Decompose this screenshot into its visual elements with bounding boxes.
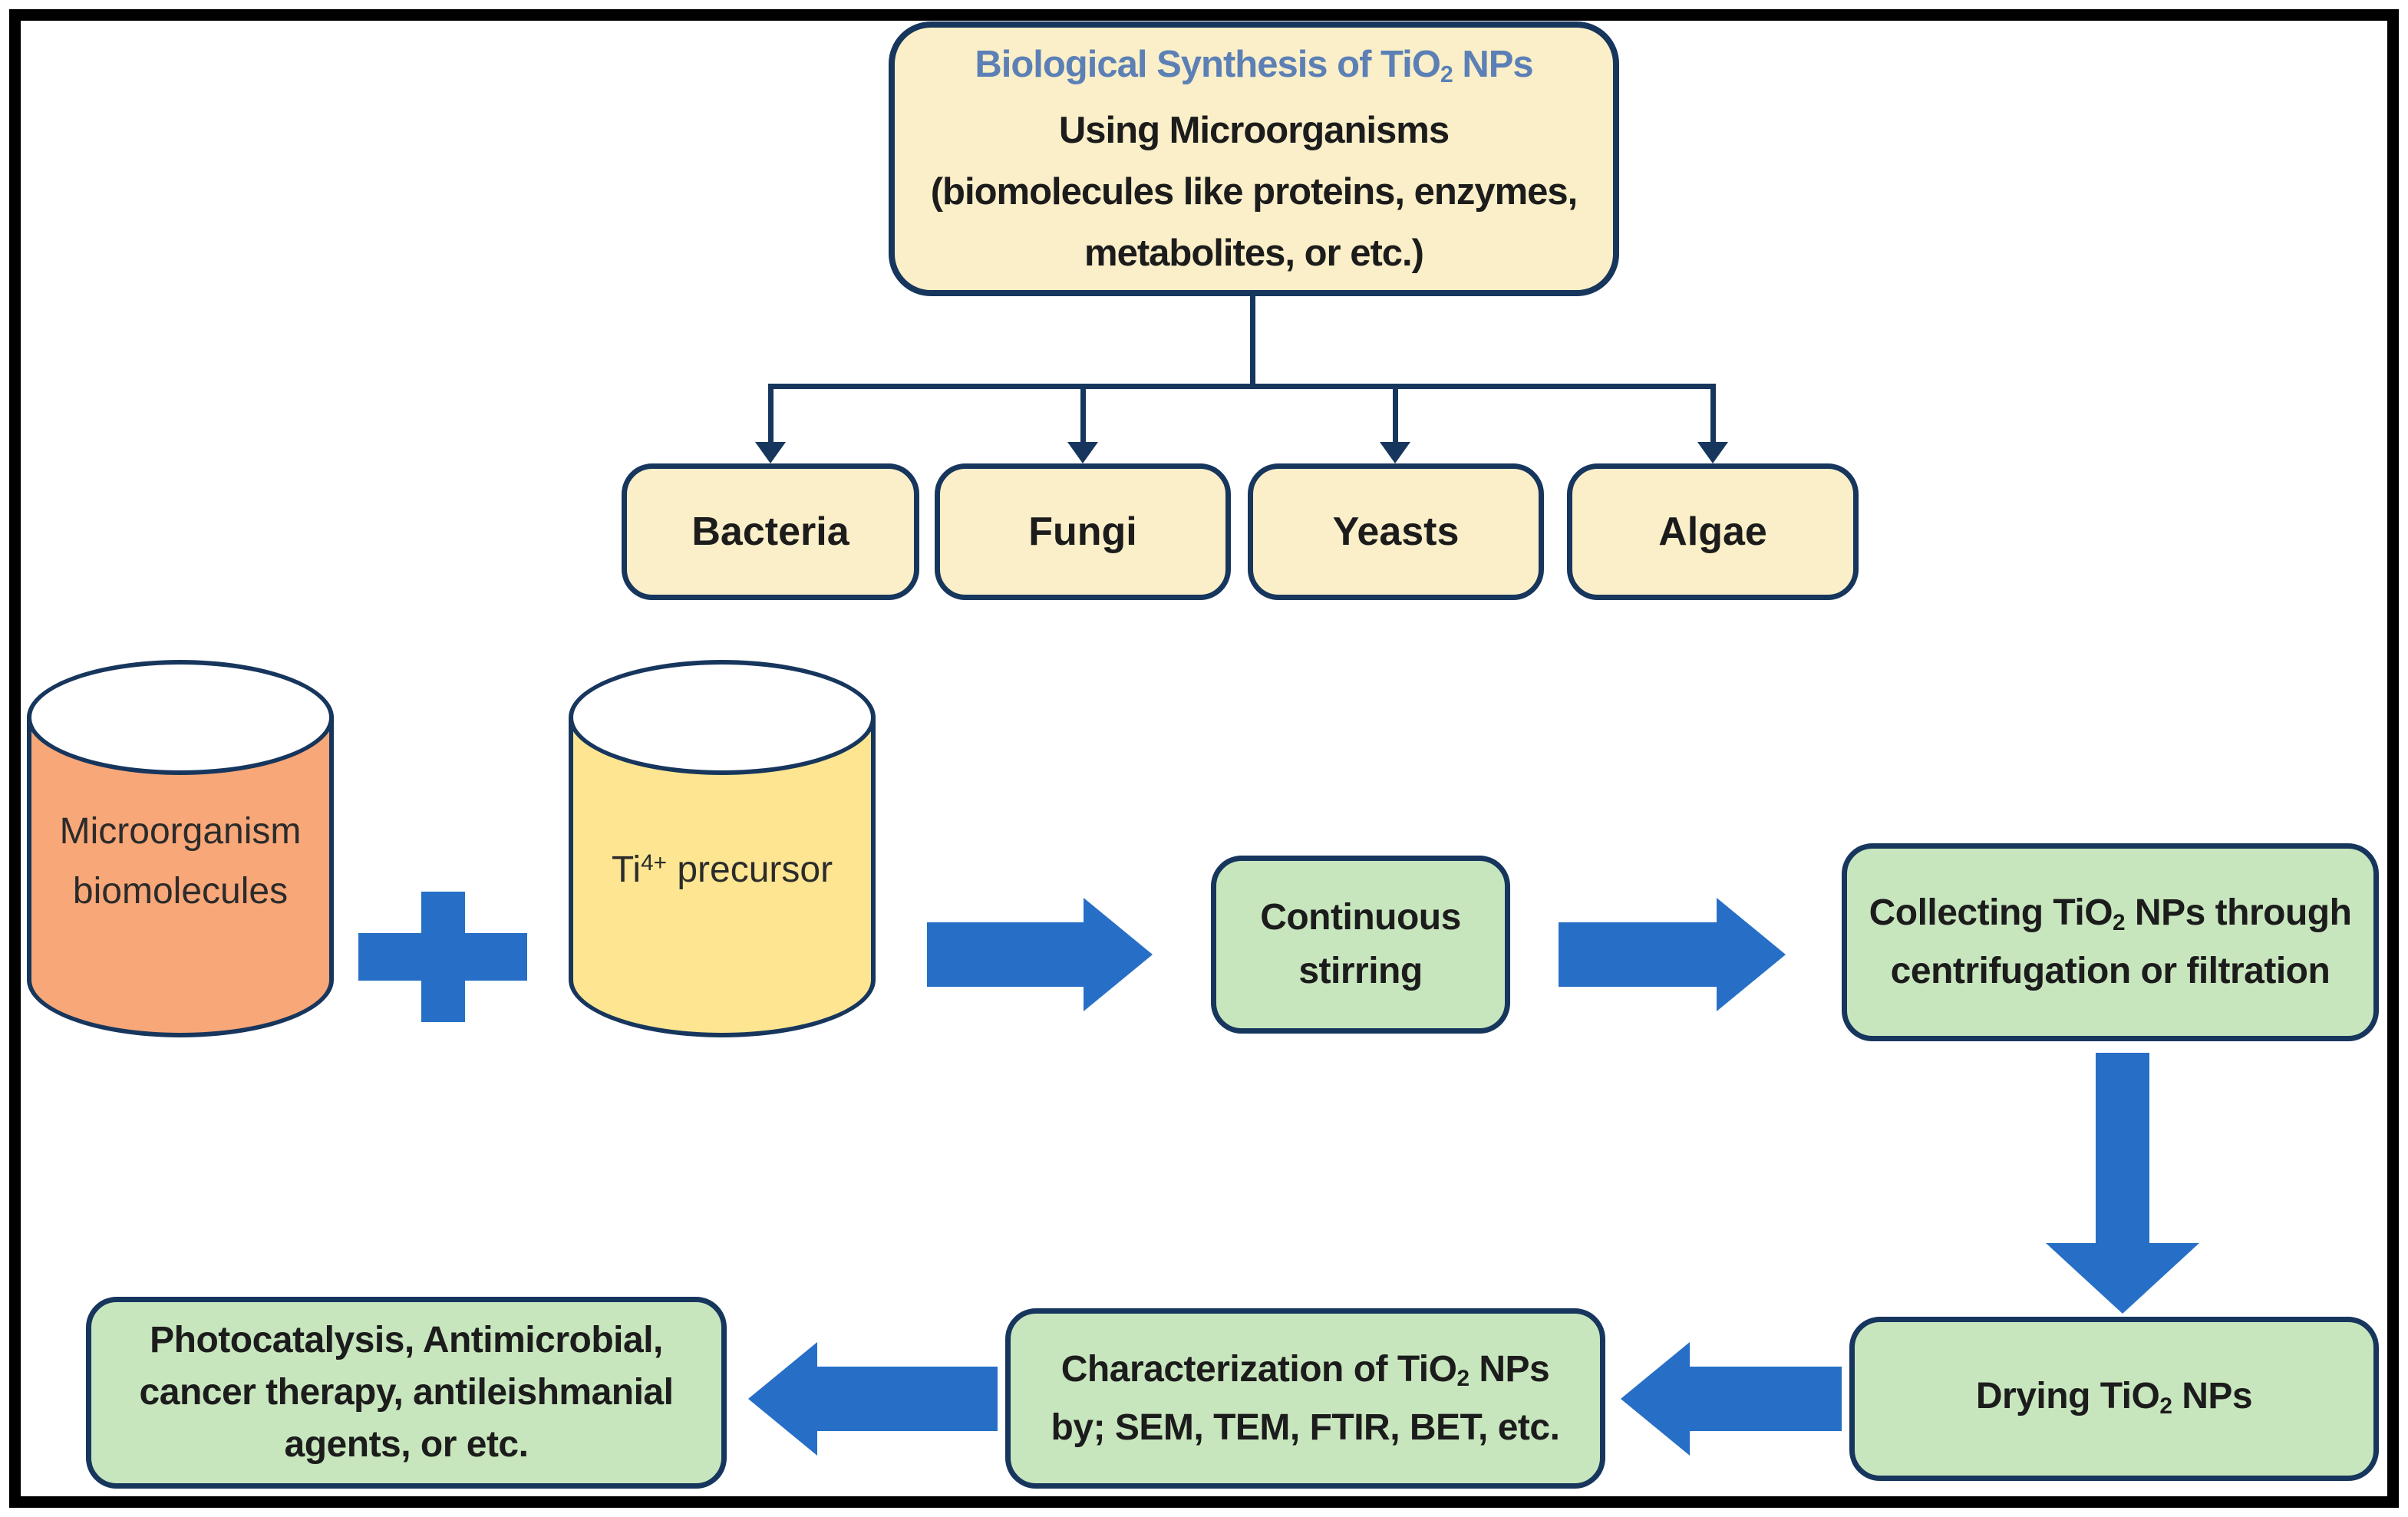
cylinder-ti-precursor: Ti4+ precursor (569, 660, 876, 1037)
category-label-algae: Algae (1658, 510, 1767, 554)
arrow-right-head-icon (1084, 898, 1153, 1011)
category-box-bacteria: Bacteria (622, 463, 919, 600)
tree-vertical-stem (1250, 293, 1255, 387)
tree-arrowhead-bacteria-icon (755, 442, 786, 463)
cylinder-microorganism-biomolecules: Microorganism biomolecules (27, 660, 334, 1037)
characterization-text: Characterization of TiO (1061, 1348, 1457, 1390)
top-box-title: Biological Synthesis of TiO2 NPs (975, 34, 1533, 100)
process-box-collecting: Collecting TiO2 NPs through centrifugati… (1842, 843, 2379, 1041)
cylinder-top-opening (569, 660, 876, 775)
tree-arrowhead-algae-icon (1697, 442, 1728, 463)
arrow-right-icon (1559, 922, 1718, 987)
process-box-continuous-stirring: Continuous stirring (1211, 856, 1510, 1034)
collecting-text-post: NPs through (2125, 892, 2352, 933)
top-box-biological-synthesis: Biological Synthesis of TiO2 NPs Using M… (889, 21, 1619, 296)
tree-arrowhead-fungi-icon (1067, 442, 1098, 463)
cylinder-label-line2: biomolecules (72, 871, 289, 912)
top-box-line2: Using Microorganisms (1058, 110, 1450, 151)
arrow-right-icon (927, 922, 1085, 987)
cylinder-microorganism-label: Microorganism biomolecules (27, 802, 334, 922)
arrow-left-icon (1688, 1367, 1842, 1431)
applications-line2: cancer therapy, antileishmanial (139, 1372, 674, 1413)
tree-drop-yeasts (1393, 384, 1398, 444)
collecting-line2: centrifugation or filtration (1890, 951, 2330, 991)
category-label-yeasts: Yeasts (1332, 510, 1460, 554)
tree-arrowhead-yeasts-icon (1380, 442, 1410, 463)
precursor-superscript: 4+ (641, 850, 668, 876)
drying-text-post: NPs (2172, 1376, 2253, 1416)
collecting-line1: Collecting TiO2 NPs through (1869, 886, 2352, 945)
top-box-line3: (biomolecules like proteins, enzymes, (930, 171, 1578, 213)
cylinder-top-opening (27, 660, 334, 775)
arrow-left-icon (816, 1367, 998, 1431)
precursor-text: Ti (611, 849, 642, 890)
process-box-drying: Drying TiO2 NPs (1849, 1317, 2379, 1481)
drying-subscript: 2 (2159, 1393, 2172, 1419)
arrow-down-head-icon (2046, 1243, 2199, 1314)
characterization-line1: Characterization of TiO2 NPs (1061, 1343, 1550, 1401)
category-box-algae: Algae (1567, 463, 1859, 600)
applications-line3: agents, or etc. (284, 1424, 529, 1465)
characterization-subscript: 2 (1456, 1366, 1470, 1392)
process-box-applications: Photocatalysis, Antimicrobial, cancer th… (86, 1297, 727, 1489)
stirring-line1: Continuous (1260, 897, 1461, 938)
arrow-left-head-icon (1621, 1342, 1690, 1456)
applications-line1: Photocatalysis, Antimicrobial, (150, 1320, 663, 1360)
arrow-down-icon (2096, 1053, 2149, 1246)
title-text-post: NPs (1452, 44, 1533, 85)
drying-text: Drying TiO (1975, 1376, 2160, 1416)
collecting-text: Collecting TiO (1869, 892, 2113, 933)
category-box-fungi: Fungi (935, 463, 1231, 600)
cylinder-precursor-label: Ti4+ precursor (569, 840, 876, 905)
title-subscript: 2 (1440, 61, 1453, 87)
collecting-subscript: 2 (2113, 909, 2126, 935)
arrow-left-head-icon (748, 1342, 817, 1456)
characterization-text-post: NPs (1469, 1348, 1550, 1390)
category-label-fungi: Fungi (1028, 510, 1137, 554)
top-box-line4: metabolites, or etc.) (1084, 232, 1424, 274)
stirring-line2: stirring (1298, 951, 1423, 991)
tree-drop-algae (1710, 384, 1716, 444)
category-box-yeasts: Yeasts (1248, 463, 1544, 600)
drying-line: Drying TiO2 NPs (1975, 1370, 2253, 1428)
tree-horizontal-bar (768, 384, 1716, 389)
characterization-line2: by; SEM, TEM, FTIR, BET, etc. (1051, 1407, 1560, 1448)
plus-icon (421, 892, 465, 1022)
arrow-right-head-icon (1717, 898, 1786, 1011)
title-text: Biological Synthesis of TiO (975, 44, 1440, 85)
outer-frame (9, 9, 2399, 1508)
category-label-bacteria: Bacteria (691, 510, 849, 554)
process-box-characterization: Characterization of TiO2 NPs by; SEM, TE… (1005, 1308, 1605, 1489)
tree-drop-bacteria (768, 384, 774, 444)
precursor-text-post: precursor (667, 849, 833, 890)
cylinder-label-line1: Microorganism (59, 811, 302, 852)
tree-drop-fungi (1080, 384, 1086, 444)
